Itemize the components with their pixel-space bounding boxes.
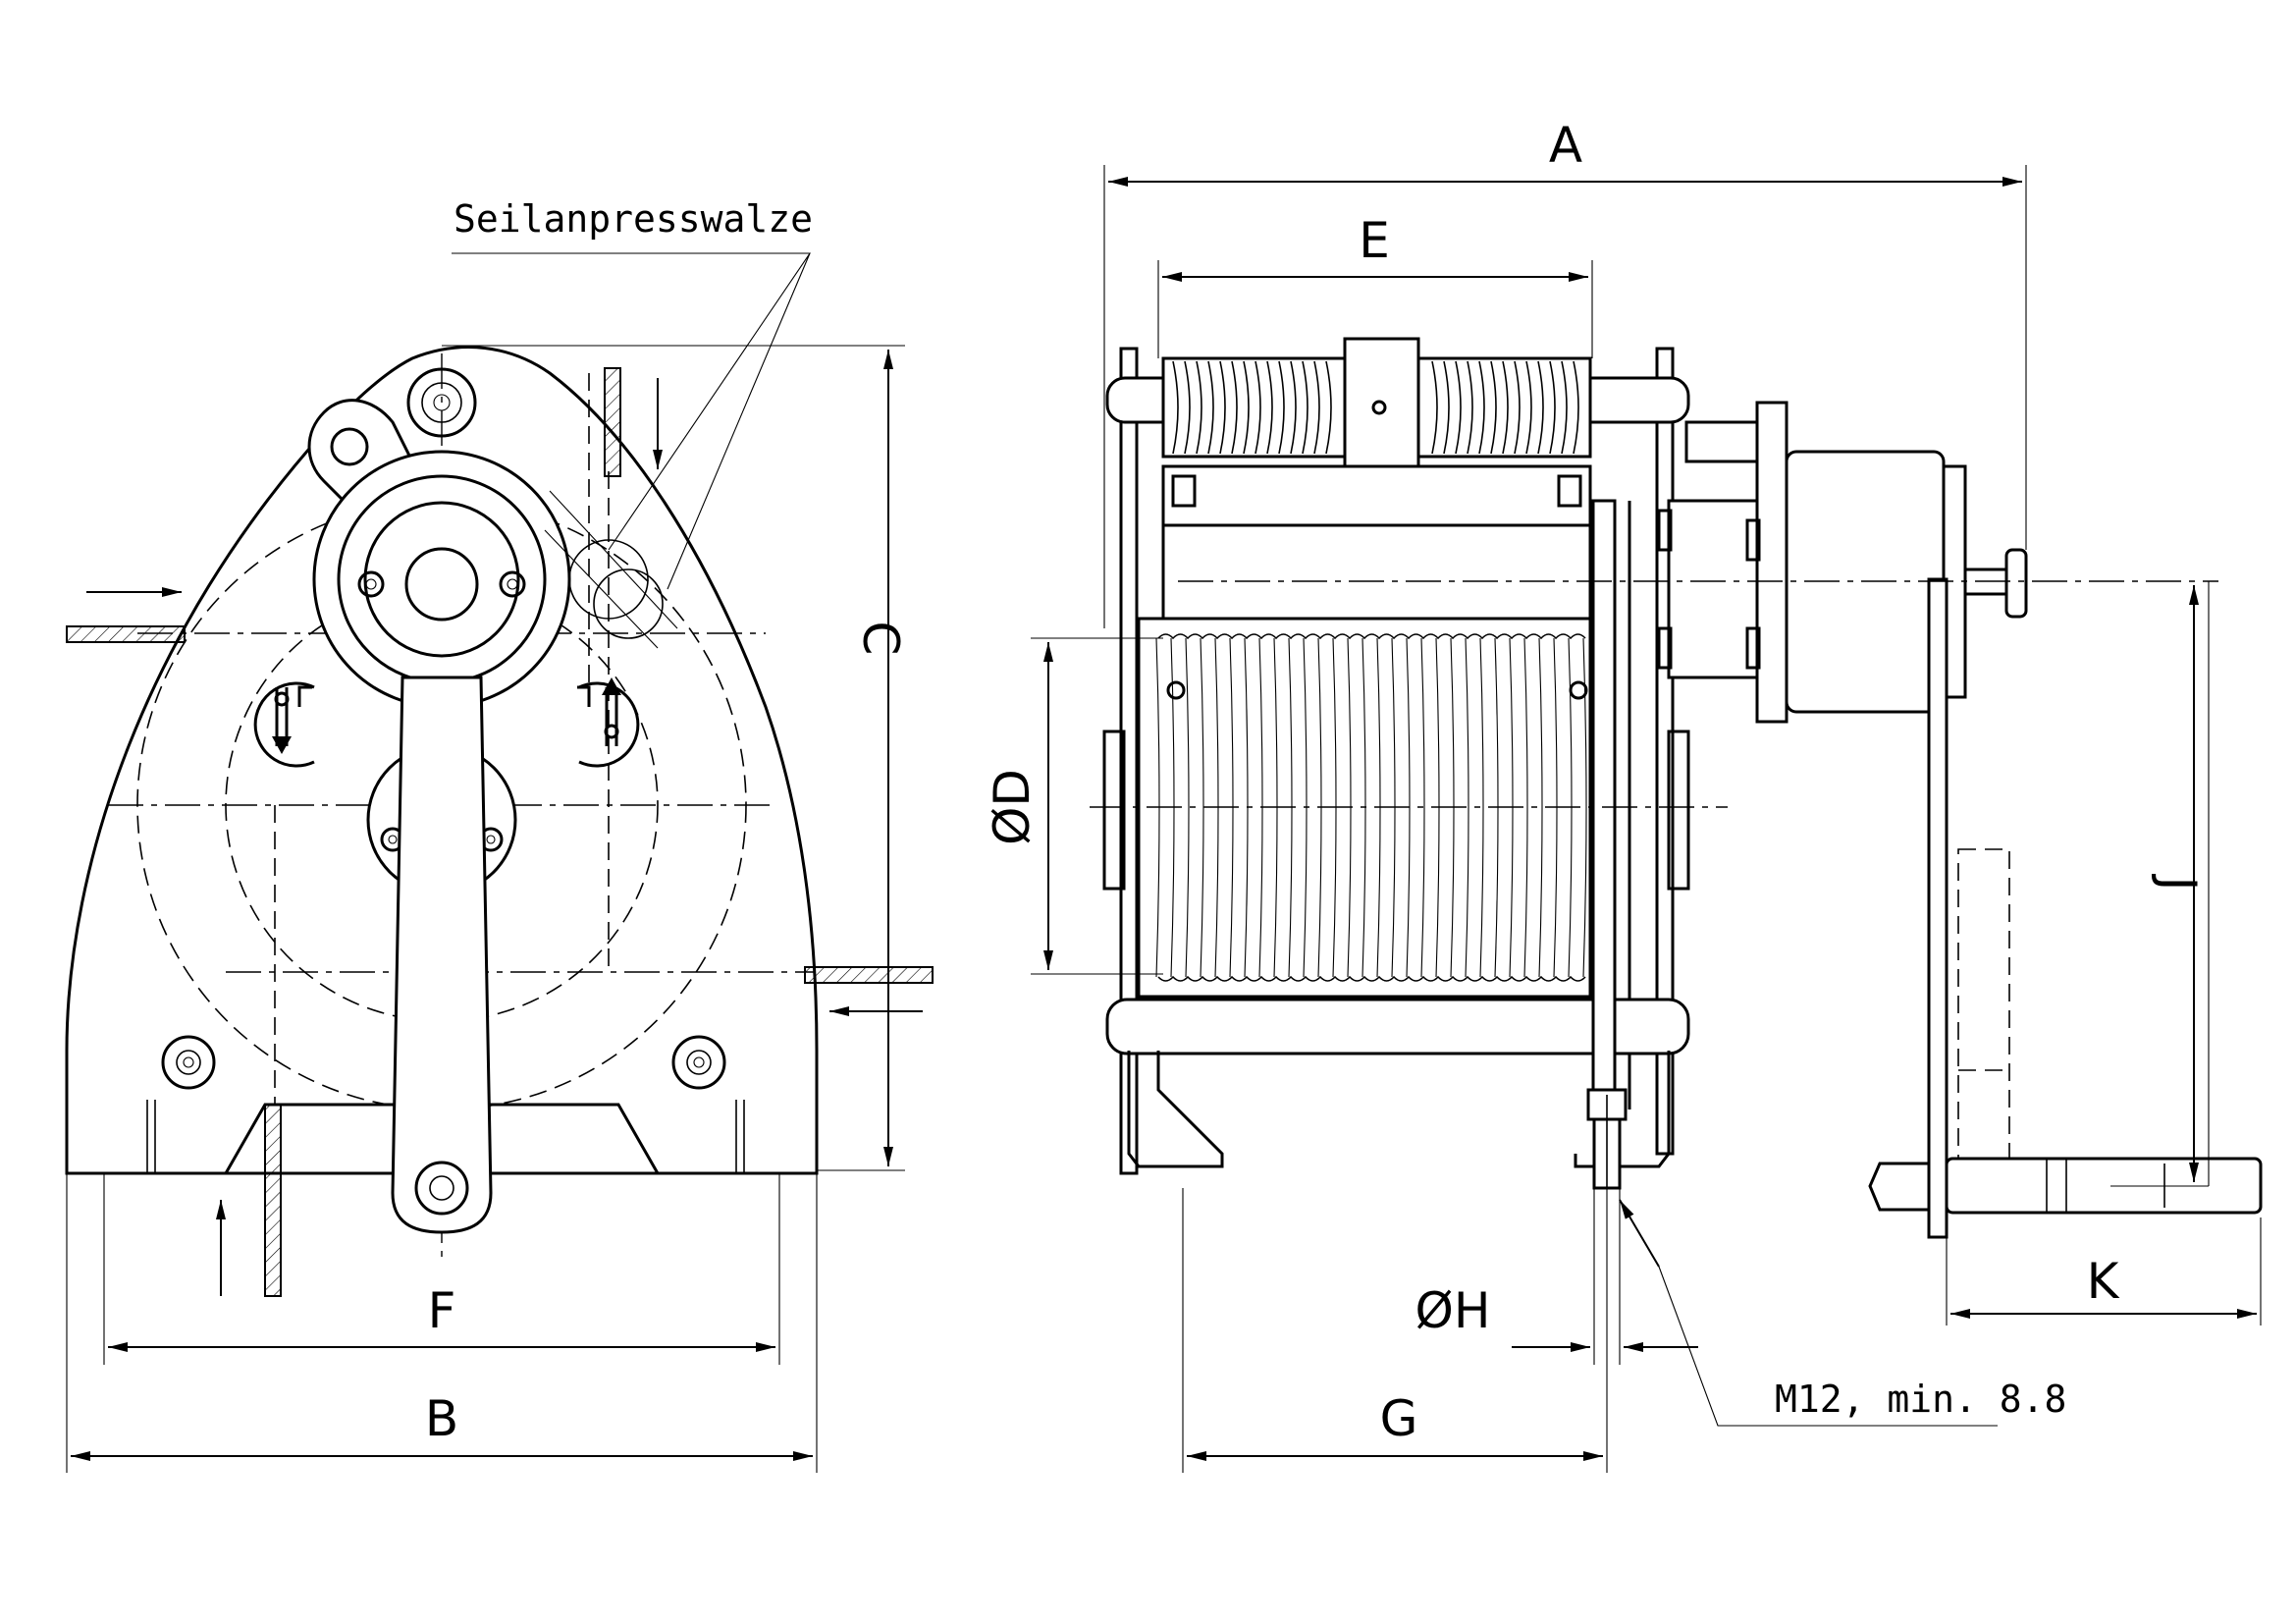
mount-hole-left [161, 1035, 216, 1090]
spring-coil [1325, 360, 1332, 455]
dim-label-A: A [1549, 117, 1582, 174]
spring-coil [1467, 360, 1473, 455]
gear-hub-inner [363, 501, 520, 658]
crank-pivot [414, 1161, 469, 1216]
gear-hub-outer [312, 450, 571, 709]
spring-coil [1207, 360, 1214, 455]
gearbox-coupling [1667, 499, 1759, 679]
crank-hidden-position [1957, 848, 2010, 1160]
dim-label-B: B [425, 1390, 458, 1447]
spring-coil [1455, 360, 1462, 455]
dim-label-G: G [1380, 1390, 1418, 1447]
spring-coil [1431, 360, 1438, 455]
label-pressure-roller: Seilanpresswalze [454, 197, 813, 241]
tie-rod-lower [1105, 998, 1690, 1055]
dim-label-J: J [2150, 874, 2207, 892]
drum-rope-edge [1157, 633, 1586, 640]
spring-coil [1302, 360, 1308, 455]
dim-label-E: E [1359, 212, 1390, 269]
drum-groove [1538, 637, 1543, 978]
dim-label-C: C [852, 622, 909, 656]
spring-coils [1172, 360, 1579, 455]
crank-arm [1927, 577, 1949, 1239]
housing-outline [65, 346, 819, 1175]
dim-label-D: ØD [984, 769, 1041, 845]
side-plate-right [1655, 347, 1675, 1156]
mount-hole-right [671, 1035, 726, 1090]
spring-coil [1184, 360, 1191, 455]
spring-coil [1549, 360, 1556, 455]
spring-coil [1290, 360, 1297, 455]
dim-label-F: F [428, 1282, 456, 1339]
rotation-symbol-left-icon [253, 681, 315, 768]
crank-handle [1945, 1157, 2263, 1215]
spring-coil [1196, 360, 1202, 455]
arrow-bolt-callout [1619, 1199, 1660, 1268]
rope-in-left [66, 625, 186, 643]
drive-shaft [404, 547, 479, 622]
spring-coil [1313, 360, 1320, 455]
side-plate-left [1119, 347, 1139, 1175]
spring-coil [1243, 360, 1250, 455]
leader-bolt-spec [1658, 1266, 1998, 1427]
gearbox-flange [1755, 401, 1789, 724]
rope-out-right [804, 966, 934, 984]
spring-coil [1443, 360, 1450, 455]
spring-coil [1478, 360, 1485, 455]
crank-lever [391, 676, 493, 1234]
drum-flange-right [1591, 499, 1617, 1111]
drum-rope-edge [1157, 975, 1586, 982]
spring-coil [1537, 360, 1544, 455]
foot-right [1574, 1051, 1671, 1168]
spring-coil [1573, 360, 1579, 455]
front-view: Seilanpresswalze C F B [65, 197, 934, 1473]
drum-groove [1200, 637, 1204, 978]
spring-coil [1525, 360, 1532, 455]
spring-coil [1514, 360, 1521, 455]
dim-label-H: ØH [1415, 1282, 1491, 1339]
spring-coil [1502, 360, 1509, 455]
spring-coil [1255, 360, 1261, 455]
drum-groove [1479, 637, 1484, 978]
foot-left [1127, 1051, 1224, 1168]
drum-groove [1465, 637, 1469, 978]
pressure-roller-upper [406, 367, 477, 438]
rotation-symbol-right-icon [577, 677, 640, 768]
spring-coil [1172, 360, 1179, 455]
spring-coil [1266, 360, 1273, 455]
leader-pressure-roller [452, 252, 812, 590]
label-bolt-spec: M12, min. 8.8 [1775, 1378, 2066, 1421]
spring-center-block [1343, 337, 1420, 473]
spring-coil [1231, 360, 1238, 455]
crank-nut [1868, 1162, 1931, 1212]
rope-top-vertical [604, 367, 621, 477]
roller-guard [1161, 464, 1592, 527]
side-view: A E ØD J K ØH G M12, min. [984, 117, 2263, 1473]
spring-coil [1219, 360, 1226, 455]
spring-coil [1278, 360, 1285, 455]
drum-groove [1185, 637, 1190, 978]
spring-coil [1561, 360, 1568, 455]
spring-coil [1490, 360, 1497, 455]
drum-groove [1523, 637, 1528, 978]
rope-bottom-vertical [264, 1104, 282, 1297]
dim-label-K: K [2087, 1253, 2120, 1310]
drum-groove [1420, 637, 1425, 978]
drum-groove [1582, 637, 1587, 978]
